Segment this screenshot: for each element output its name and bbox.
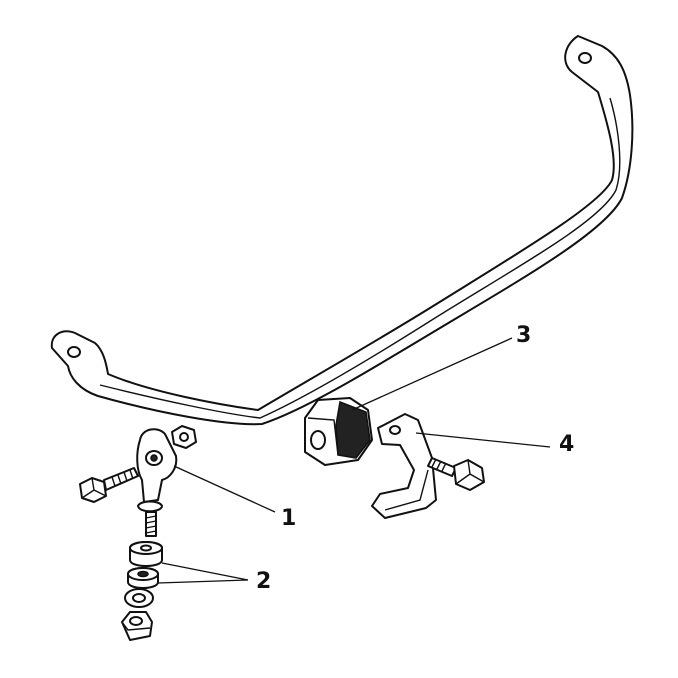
callout-labels: 1 2 3 4 (256, 323, 574, 594)
leader-line-2a (161, 562, 249, 581)
end-link-collar (137, 500, 163, 513)
end-link-stud-thread (145, 515, 157, 534)
callout-2: 2 (256, 569, 271, 594)
leader-lines (157, 337, 551, 584)
clamp-body (371, 413, 437, 519)
end-link-ball-center (150, 454, 158, 462)
stabilizer-bar-left-eye (67, 346, 81, 358)
stabilizer-bar-body (50, 35, 634, 426)
washer-stack (121, 541, 163, 641)
bushing-bore (310, 430, 326, 450)
lower-nut-edge (121, 621, 151, 631)
flat-washer-hole (132, 593, 146, 603)
upper-nut (171, 425, 197, 449)
link-bolt (79, 467, 139, 503)
rubber-washer-lower-hole (137, 570, 149, 578)
link-bolt-thread (111, 469, 134, 487)
clamp-inner-edge (384, 469, 429, 511)
lower-nut-body (121, 611, 153, 641)
clamp-bolt-thread (431, 458, 447, 472)
callout-3: 3 (516, 323, 531, 348)
clamp-bracket (371, 413, 437, 519)
bushing-edge (307, 417, 339, 456)
stabilizer-bar-right-eye (578, 52, 592, 64)
stabilizer-bar-edge (99, 97, 621, 419)
callout-1: 1 (281, 506, 296, 531)
bushing (304, 397, 373, 466)
stabilizer-bar (50, 35, 634, 426)
lower-nut-hole (129, 616, 143, 626)
leader-line-3 (351, 337, 513, 411)
link-bolt-head-edge (81, 477, 107, 499)
clamp-bolt (427, 457, 485, 491)
leader-line-1 (173, 465, 276, 513)
rubber-washer-upper-hole (140, 544, 152, 552)
clamp-bolt-head-edge (455, 459, 485, 485)
end-link (136, 428, 178, 537)
callout-4: 4 (559, 432, 574, 457)
clamp-hole (389, 425, 401, 435)
upper-nut-hole (179, 432, 189, 442)
bushing-ribs (335, 400, 371, 459)
leader-line-2b (157, 579, 249, 584)
leader-line-4 (415, 432, 551, 448)
